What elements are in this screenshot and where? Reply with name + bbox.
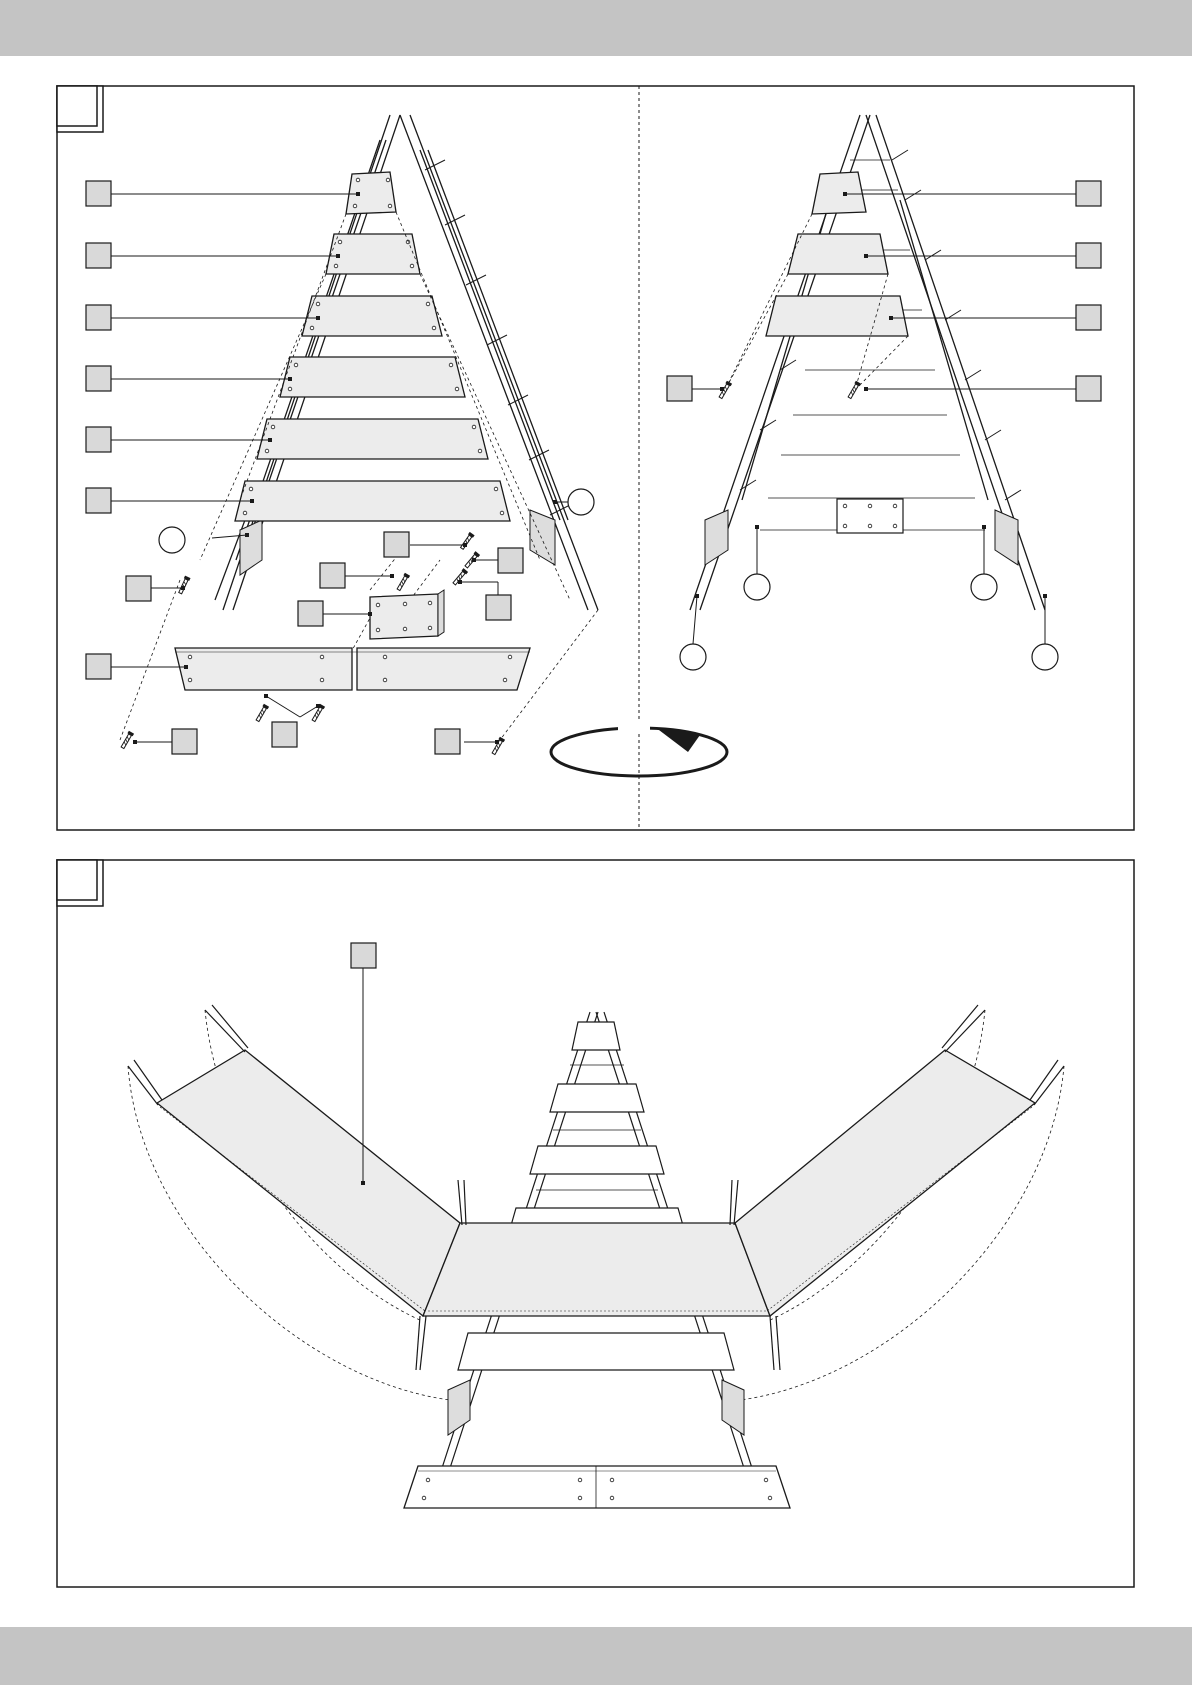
shelf-center [423, 1223, 770, 1316]
unfolded-shelf-view [128, 943, 1064, 1508]
figure-b-step-label-box [57, 860, 97, 900]
figure-a [57, 86, 1134, 830]
tower-shelf-1 [572, 1022, 620, 1050]
base-board-left [175, 648, 352, 690]
shelf-3 [302, 296, 442, 336]
tower-shelf-lower [458, 1333, 734, 1370]
shelf-4 [280, 357, 465, 397]
front-assembly-view [86, 115, 598, 755]
shelf-wing-right [735, 1050, 1035, 1316]
rear-part-callout-boxes [667, 181, 1101, 401]
tower-shelf-2 [550, 1084, 644, 1112]
hinge-plate-right [530, 510, 555, 565]
shelf-callout-box [351, 943, 376, 968]
shelf-5 [257, 419, 488, 459]
rear-shelf-3 [766, 296, 908, 336]
rear-shelf-2 [788, 234, 888, 274]
figure-a-step-label-box [57, 86, 97, 126]
figure-a-frame [57, 86, 1134, 830]
connector-plate [370, 594, 438, 639]
shelf-wing-left [157, 1050, 460, 1316]
tower-shelf-3 [530, 1146, 664, 1174]
base-box [404, 1466, 790, 1508]
rear-detail-callout-circles [680, 574, 1058, 670]
screw-icon [120, 532, 505, 755]
screw-icon [718, 381, 861, 400]
rear-assembly-view [667, 115, 1101, 670]
shelf-6 [235, 481, 510, 521]
rear-shelf-1 [812, 172, 866, 214]
figure-b [57, 860, 1134, 1587]
hinge-plate-left [240, 520, 262, 575]
base-board-right [357, 648, 530, 690]
